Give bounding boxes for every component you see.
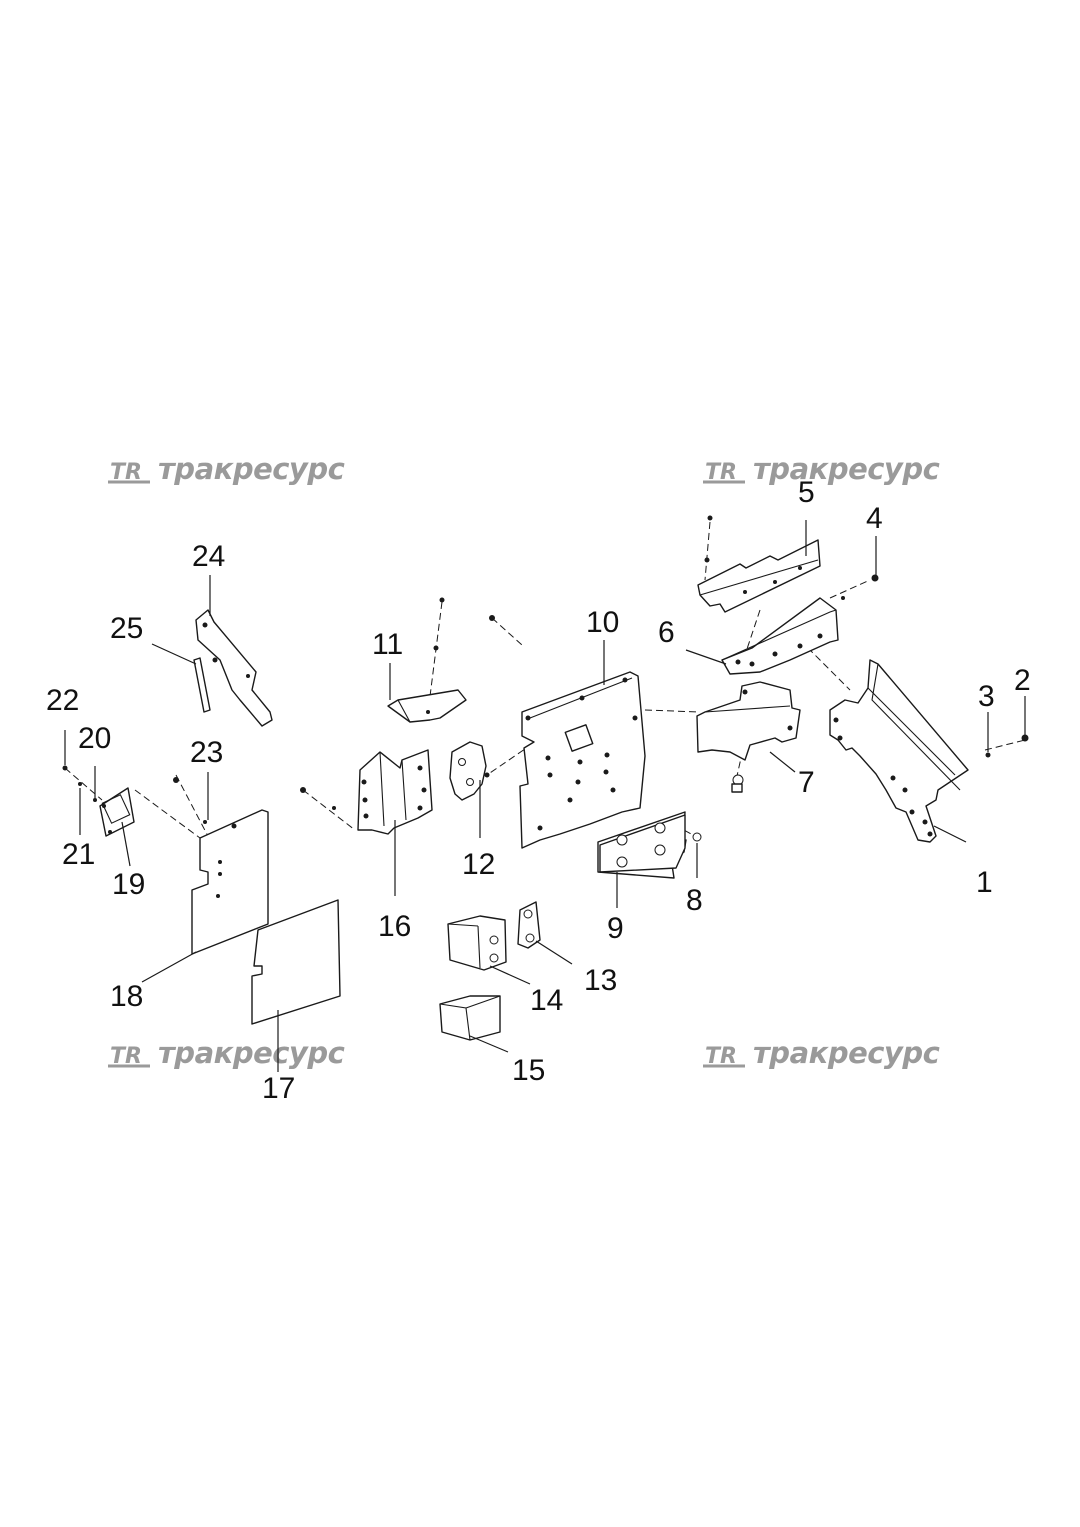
part-21-bolt [78, 782, 82, 786]
callout-24: 24 [192, 540, 225, 573]
callout-9: 9 [607, 912, 624, 945]
part-16-bracket [300, 749, 433, 835]
watermark-top-right: ТR тракресурс [703, 452, 940, 486]
callout-1: 1 [976, 866, 993, 899]
callout-14: 14 [530, 984, 563, 1017]
watermark-brand: тракресурс [158, 1036, 345, 1070]
part-3-washer [985, 752, 991, 758]
part-9-cover-plate [597, 811, 687, 879]
part-10-panel [489, 615, 646, 849]
callout-17: 17 [262, 1072, 295, 1105]
part-25-strip [193, 657, 211, 713]
part-22-bolt [62, 765, 68, 771]
part-13-block [517, 901, 541, 949]
callout-3: 3 [978, 680, 995, 713]
callout-23: 23 [190, 736, 223, 769]
watermark-top-left: ТR тракресурс [108, 452, 345, 486]
part-18-panel [191, 809, 269, 955]
part-19-gasket [99, 787, 135, 837]
callout-13: 13 [584, 964, 617, 997]
part-8-bolt [692, 832, 702, 842]
part-7-bracket [696, 681, 801, 793]
callout-2: 2 [1014, 664, 1031, 697]
part-6-plate [721, 597, 839, 675]
callout-16: 16 [378, 910, 411, 943]
leader-lines [64, 520, 1026, 1072]
part-14-angle [447, 915, 507, 971]
part-11-bracket [387, 597, 467, 723]
watermark-bottom-right: ТR тракресурс [703, 1036, 940, 1070]
part-1-bracket [829, 659, 969, 843]
watermark-brand: тракресурс [158, 452, 345, 486]
callout-12: 12 [462, 848, 495, 881]
callout-8: 8 [686, 884, 703, 917]
callout-10: 10 [586, 606, 619, 639]
callout-18: 18 [110, 980, 143, 1013]
callout-22: 22 [46, 684, 79, 717]
part-12-bracket [449, 741, 490, 801]
callout-6: 6 [658, 616, 675, 649]
part-23-bolt [173, 777, 207, 824]
callout-4: 4 [866, 502, 883, 535]
watermark-brand: тракресурс [753, 452, 940, 486]
callout-7: 7 [798, 766, 815, 799]
callout-20: 20 [78, 722, 111, 755]
part-5-upper-plate [697, 515, 821, 613]
callout-21: 21 [62, 838, 95, 871]
callout-15: 15 [512, 1054, 545, 1087]
part-15-angle [439, 995, 501, 1041]
callout-labels: 1 2 3 4 5 6 7 8 9 10 11 12 13 14 15 16 1… [46, 476, 1031, 1105]
callout-19: 19 [112, 868, 145, 901]
watermark-brand: тракресурс [753, 1036, 940, 1070]
part-24-bracket [195, 609, 273, 727]
part-4-bolt [841, 574, 879, 600]
callout-11: 11 [372, 628, 403, 661]
callout-25: 25 [110, 612, 143, 645]
callout-5: 5 [798, 476, 815, 509]
part-2-bolt [1021, 734, 1029, 742]
watermark-bottom-left: ТR тракресурс [108, 1036, 345, 1070]
part-17-panel [251, 899, 341, 1025]
part-20-washer [93, 798, 97, 802]
